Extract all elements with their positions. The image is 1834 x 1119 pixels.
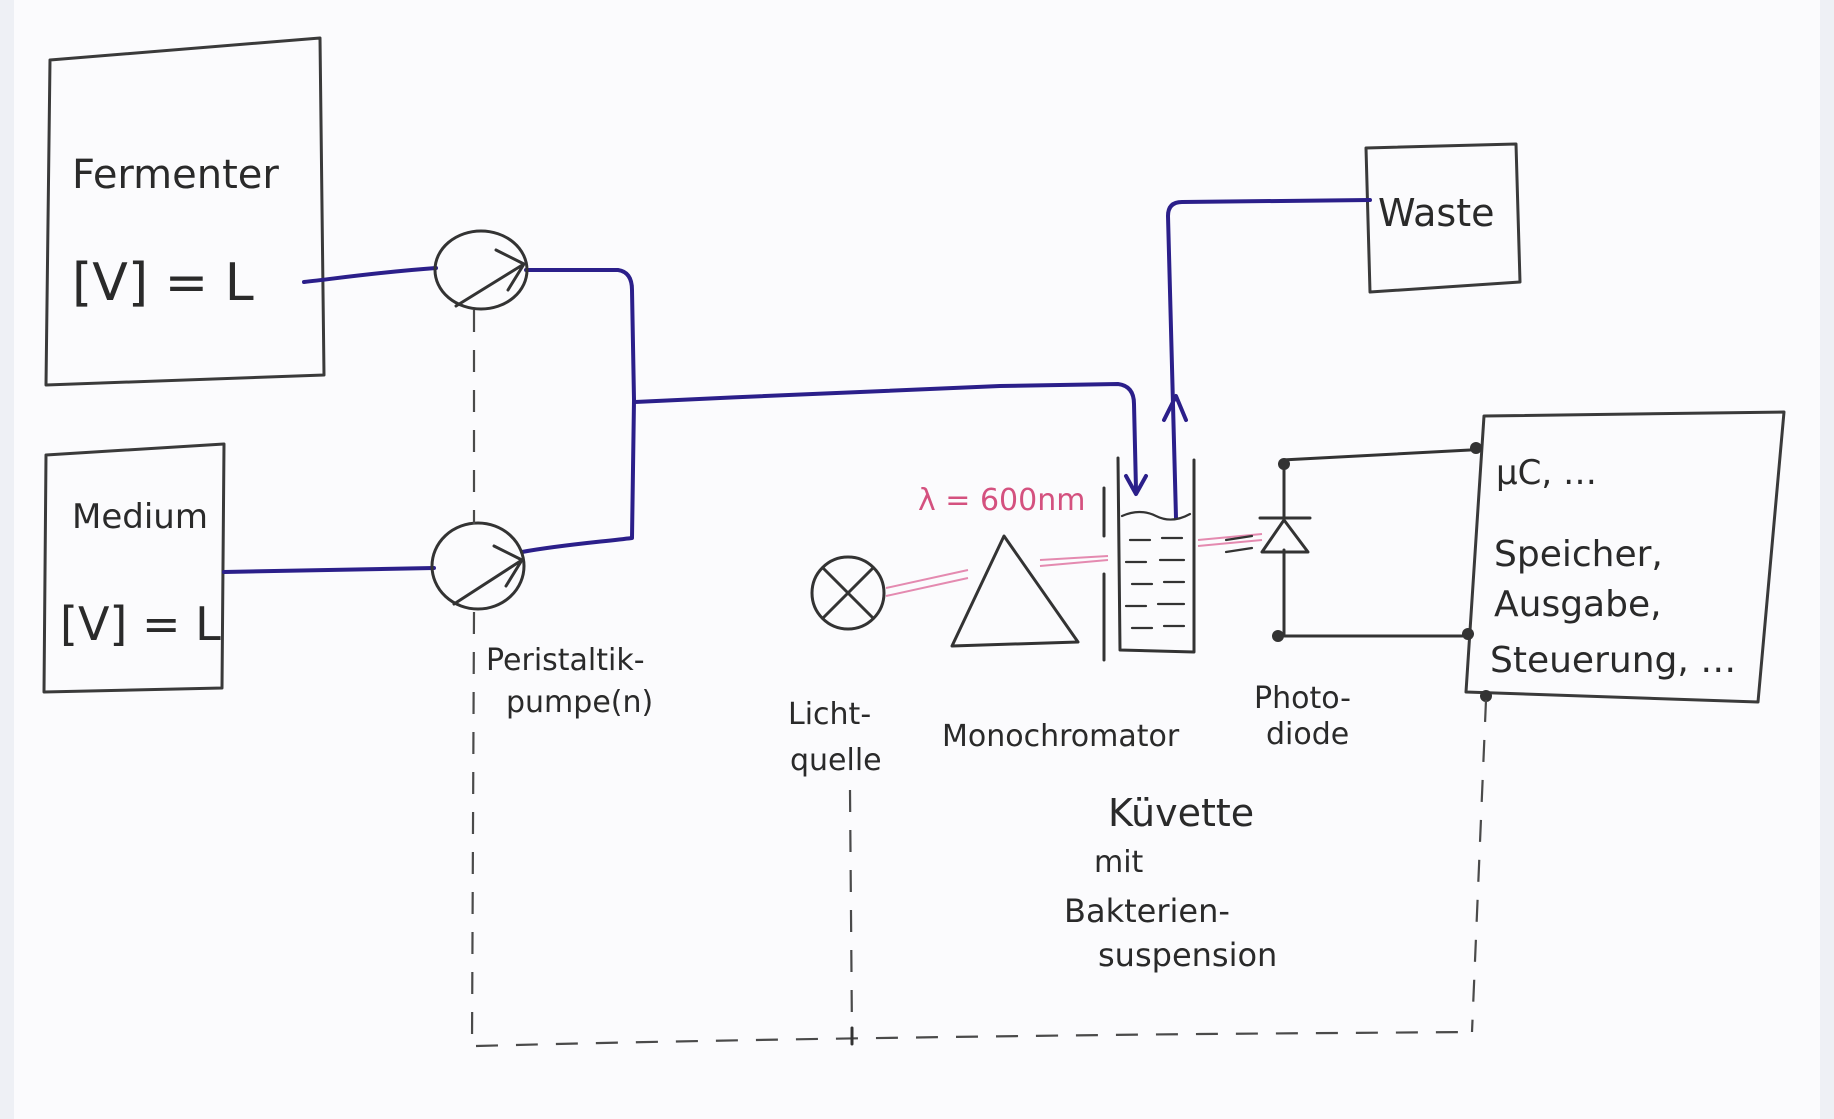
tube-cuvette-to-waste: [1166, 198, 1372, 520]
pump-1-arrow: [454, 248, 526, 308]
controller-terminal-2: [1462, 628, 1474, 640]
controller-line4: Steuerung, …: [1490, 640, 1736, 681]
control-line-light: [848, 789, 854, 1037]
pump-2: [430, 521, 526, 611]
tube-medium-to-pump2: [222, 566, 436, 574]
controller-box: [1464, 410, 1786, 704]
cuvette-label-line4: suspension: [1098, 936, 1277, 974]
light-beam: [885, 533, 1263, 597]
fermenter-box: [44, 36, 326, 387]
monochromator-prism: [950, 534, 1080, 648]
medium-title: Medium: [72, 497, 208, 537]
scan-edge-left: [0, 0, 14, 1119]
pump-1: [433, 229, 529, 311]
cuvette-label-line2: mit: [1094, 845, 1144, 880]
control-line-controller: [1470, 699, 1488, 1033]
photodiode-symbol: [1258, 516, 1312, 554]
pump-2-arrow: [452, 544, 524, 606]
cuvette-walls: [1116, 456, 1196, 654]
pump-label-line2: pumpe(n): [506, 685, 653, 720]
control-bus: [475, 1030, 1473, 1048]
arrow-into-cuvette: [1124, 474, 1148, 496]
tube-pump1-out: [524, 268, 636, 402]
photodiode-terminal-bottom: [1272, 630, 1284, 642]
light-source-cross: [821, 566, 875, 620]
controller-line3: Ausgabe,: [1494, 584, 1662, 625]
pump-1-body: [433, 229, 529, 311]
controller-terminal-1: [1470, 442, 1482, 454]
arrow-out-cuvette: [1162, 394, 1188, 422]
monochromator-label: Monochromator: [942, 719, 1180, 754]
pump-2-body: [430, 521, 526, 611]
cuvette-label-line3: Bakterien-: [1064, 892, 1230, 930]
tube-fermenter-to-pump1: [302, 266, 438, 284]
control-line-pumps: [470, 310, 476, 1045]
photodiode-label-line1: Photo-: [1254, 681, 1351, 716]
light-label-line1: Licht-: [788, 697, 871, 732]
controller-line1: µC, …: [1496, 453, 1597, 493]
fermenter-title: Fermenter: [72, 152, 279, 198]
scan-edge-right: [1820, 0, 1834, 1119]
photodiode-terminal-top: [1278, 458, 1290, 470]
waste-box: [1364, 142, 1522, 294]
fermenter-volume: [V] = L: [72, 253, 254, 313]
cuvette-liquid-hatching: [1124, 536, 1186, 630]
pump-label-line1: Peristaltik-: [486, 643, 645, 678]
cuvette-label-line1: Küvette: [1108, 791, 1254, 835]
waste-label: Waste: [1378, 191, 1495, 235]
tube-to-cuvette: [632, 382, 1138, 492]
cuvette: [1116, 456, 1196, 654]
light-source: [810, 555, 886, 631]
cuvette-liquid-surface: [1120, 510, 1192, 521]
photodiode: [1224, 442, 1492, 702]
light-source-body: [810, 555, 886, 631]
wavelength-label: λ = 600nm: [918, 483, 1085, 518]
photodiode-label-line2: diode: [1266, 717, 1349, 752]
light-label-line2: quelle: [790, 743, 882, 778]
medium-volume: [V] = L: [60, 597, 221, 651]
photodiode-light-arrows: [1224, 534, 1254, 554]
tube-pump2-out: [520, 398, 636, 554]
controller-terminal-3: [1480, 690, 1492, 702]
controller-line2: Speicher,: [1494, 534, 1663, 575]
photodiode-wire: [1280, 448, 1472, 638]
medium-box: [42, 442, 226, 694]
